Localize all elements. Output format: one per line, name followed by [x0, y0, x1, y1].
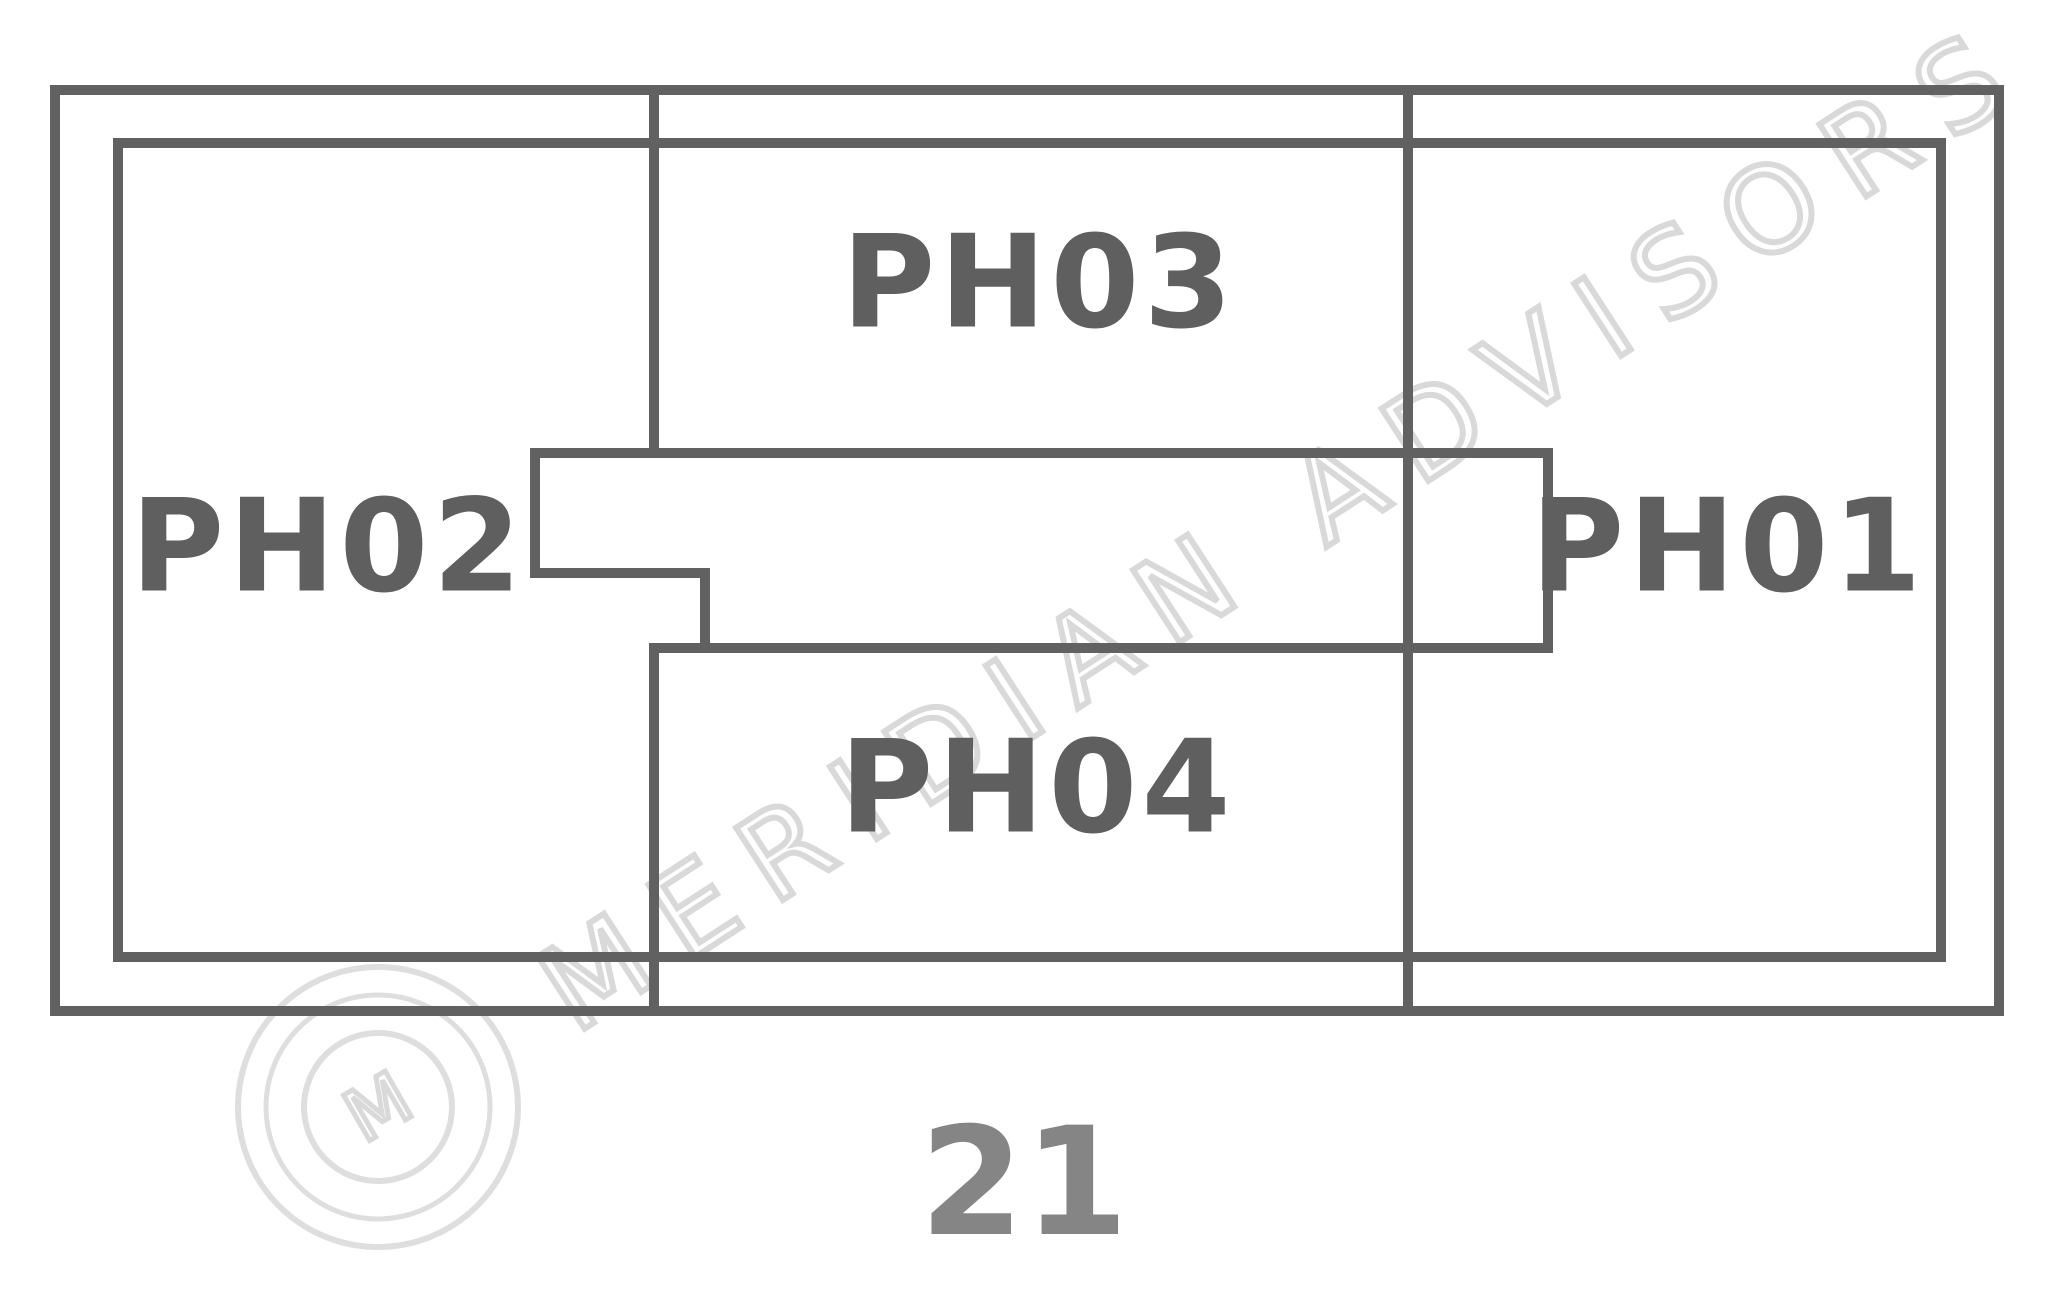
unit-labels: PH03 PH02 PH01 PH04 [130, 209, 1925, 863]
unit-label-ph02: PH02 [130, 473, 525, 622]
unit-label-ph04: PH04 [839, 714, 1234, 863]
unit-outlines [530, 85, 1553, 1016]
watermark-monogram: M [330, 1055, 426, 1159]
inner-boundary [113, 138, 1946, 962]
building-outline [50, 85, 2004, 1016]
floor-number: 21 [920, 1096, 1129, 1270]
outer-boundary [50, 85, 2004, 1016]
core-corridor [530, 448, 1553, 653]
unit-label-ph01: PH01 [1530, 473, 1925, 622]
watermark: M MERIDIAN ADVISORS [235, 0, 2048, 1250]
unit-label-ph03: PH03 [841, 209, 1236, 358]
